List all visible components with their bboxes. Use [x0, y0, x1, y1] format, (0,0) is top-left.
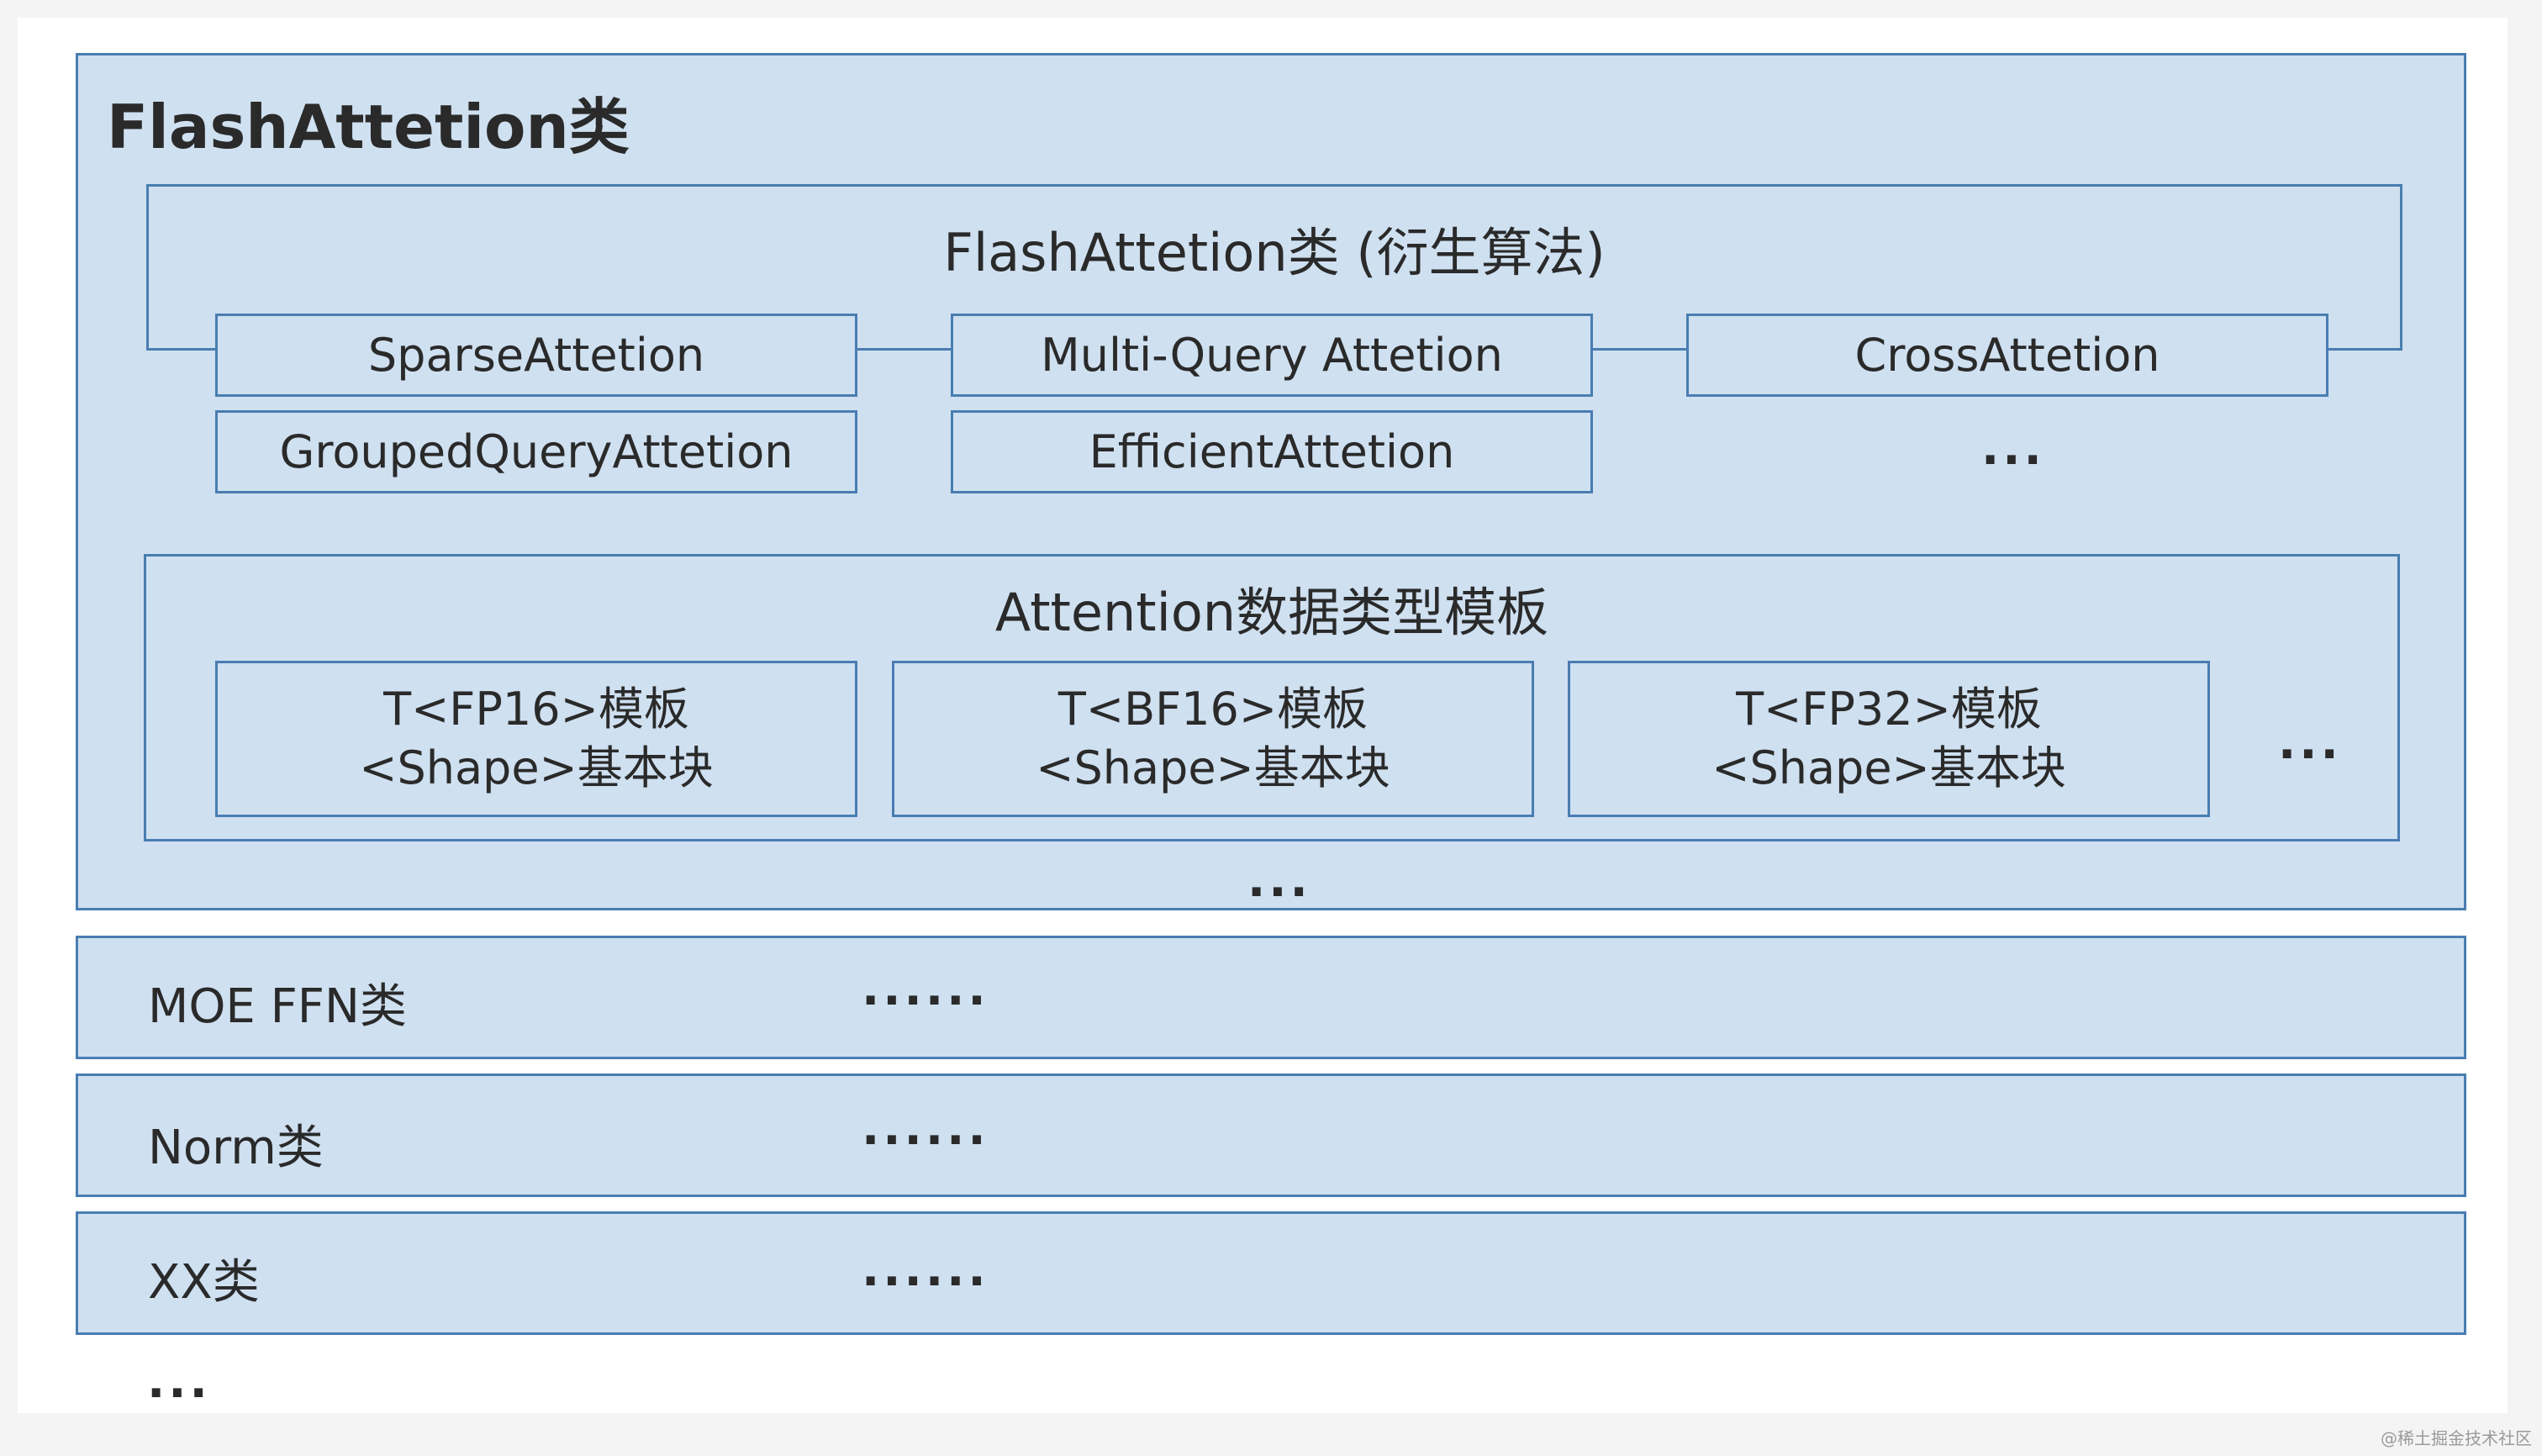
moe-ffn-ellipsis: ......: [862, 962, 989, 1016]
bf16-template-line1: T<BF16>模板: [1057, 683, 1369, 736]
multi-query-attetion-item: Multi-Query Attetion: [951, 314, 1593, 397]
derived-more-ellipsis: ...: [1981, 421, 2045, 476]
fp32-template-line1: T<FP32>模板: [1736, 683, 2042, 736]
xx-ellipsis: ......: [862, 1242, 989, 1297]
xx-label: XX类: [148, 1255, 260, 1310]
flashattention-title: FlashAttetion类: [107, 92, 630, 162]
sparse-attetion-item: SparseAttetion: [215, 314, 857, 397]
flashattention-more-ellipsis: ...: [1247, 853, 1311, 908]
fp16-template-line1: T<FP16>模板: [383, 683, 689, 736]
fp32-template-line2: <Shape>基本块: [1711, 741, 2066, 794]
norm-label: Norm类: [148, 1121, 324, 1175]
norm-row: Norm类 ......: [76, 1074, 2466, 1197]
watermark-text: @稀土掘金技术社区: [2381, 1428, 2532, 1448]
datatype-template-title: Attention数据类型模板: [994, 582, 1549, 643]
efficient-attetion-item: EfficientAttetion: [951, 410, 1593, 493]
norm-ellipsis: ......: [862, 1101, 989, 1156]
moe-ffn-row: MOE FFN类 ......: [76, 936, 2466, 1059]
cross-attetion-item: CrossAttetion: [1686, 314, 2328, 397]
template-more-ellipsis: ...: [2278, 715, 2342, 770]
fp16-template-item: T<FP16>模板 <Shape>基本块: [215, 661, 857, 817]
fp32-template-item: T<FP32>模板 <Shape>基本块: [1568, 661, 2210, 817]
bottom-more-ellipsis: ...: [147, 1354, 211, 1409]
derived-algorithms-title: FlashAttetion类 (衍生算法): [943, 222, 1606, 283]
diagram-canvas: FlashAttetion类 FlashAttetion类 (衍生算法) Mul…: [18, 18, 2508, 1413]
moe-ffn-label: MOE FFN类: [148, 979, 407, 1034]
bf16-template-item: T<BF16>模板 <Shape>基本块: [892, 661, 1534, 817]
bf16-template-line2: <Shape>基本块: [1036, 741, 1390, 794]
grouped-query-attetion-item: GroupedQueryAttetion: [215, 410, 857, 493]
xx-row: XX类 ......: [76, 1211, 2466, 1335]
fp16-template-line2: <Shape>基本块: [359, 741, 714, 794]
datatype-template-box: Attention数据类型模板: [144, 554, 2400, 841]
